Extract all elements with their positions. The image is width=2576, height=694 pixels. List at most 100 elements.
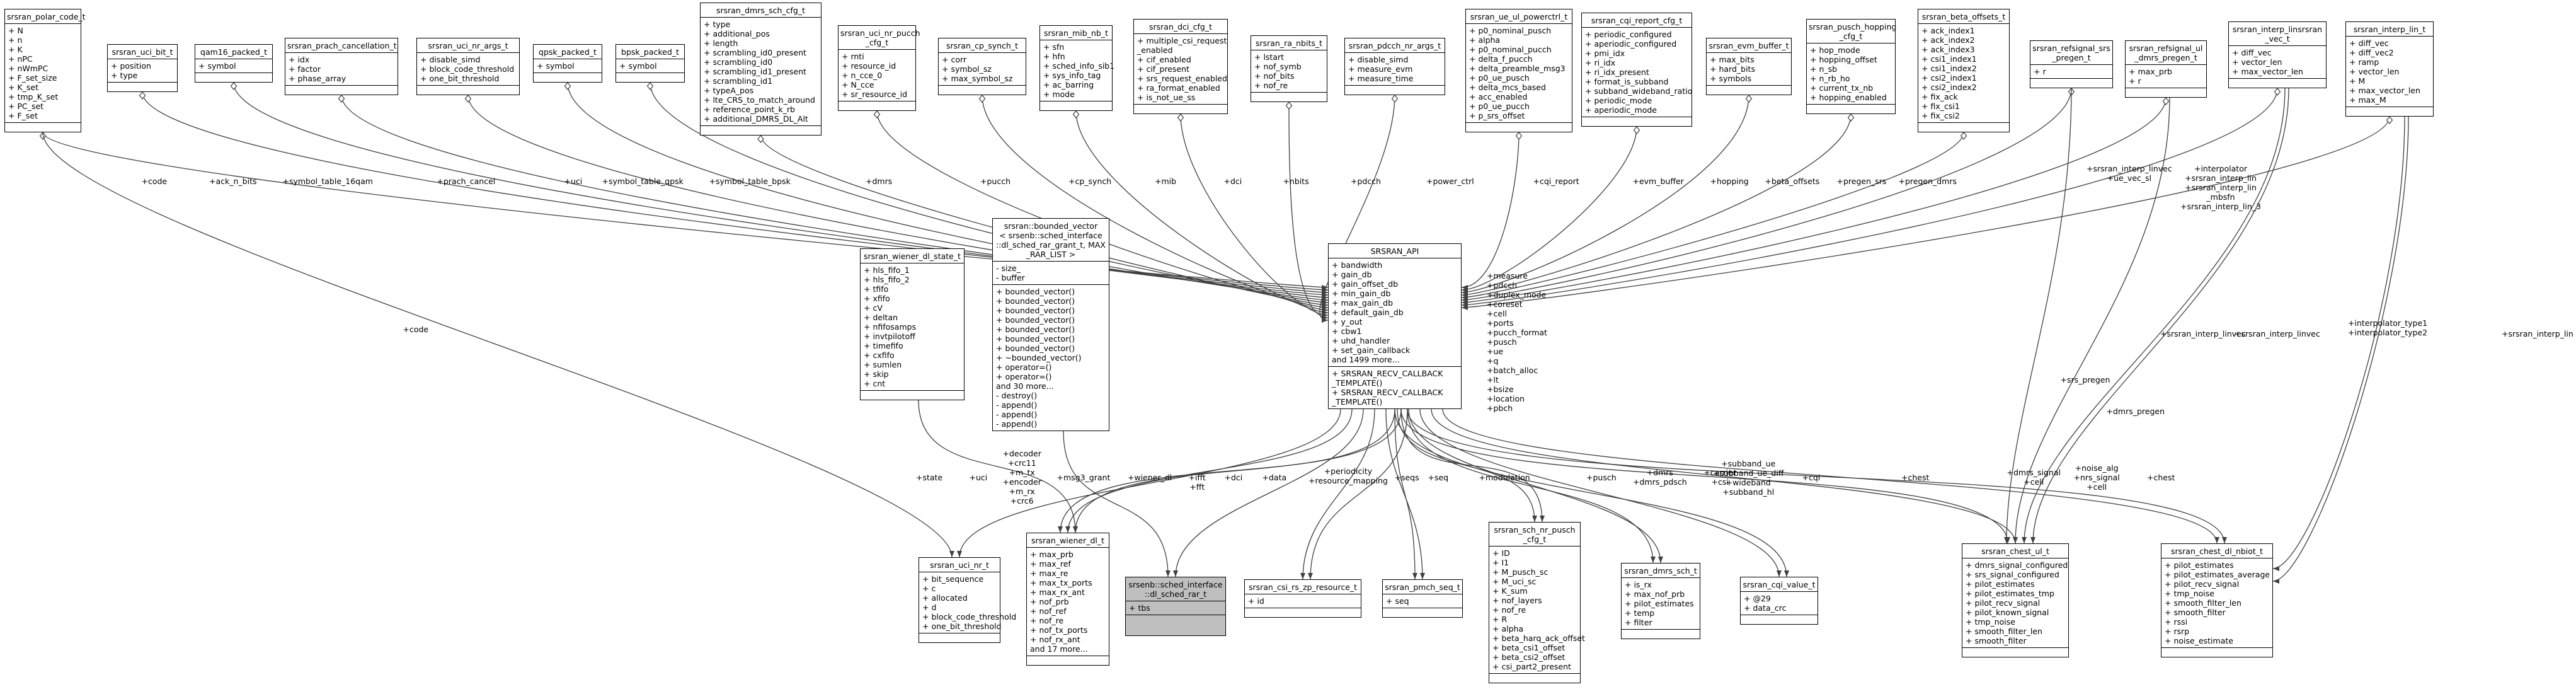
edge-label: +cqi [1802,473,1821,482]
class-node[interactable]: srsran_cqi_report_cfg_t+ periodic_config… [1581,13,1692,127]
class-node[interactable]: srsran_chest_dl_nbiot_t+ pilot_estimates… [2161,543,2273,657]
class-node[interactable]: srsran_pdcch_nr_args_t+ disable_simd+ me… [1344,38,1445,95]
class-methods: + bounded_vector()+ bounded_vector()+ bo… [993,284,1109,431]
class-node[interactable]: srsran_wiener_dl_t+ max_prb+ max_ref+ ma… [1026,533,1109,666]
class-node[interactable]: srsran_chest_ul_t+ dmrs_signal_configure… [1962,543,2069,657]
class-node[interactable]: bpsk_packed_t+ symbol [615,44,685,83]
class-node[interactable]: srsran_prach_cancellation_t+ idx+ factor… [285,38,398,95]
class-node[interactable]: SRSRAN_API+ bandwidth+ gain_db+ gain_off… [1328,243,1462,409]
edge-label-line: +noise_alg [2075,463,2119,473]
class-attributes: + symbol [534,59,602,72]
class-attribute: + measure_evm [1348,64,1413,74]
class-node[interactable]: srsran_dci_cfg_t+ multiple_csi_request_e… [1133,19,1228,114]
class-methods [1707,85,1791,95]
aggregation-diamond [2162,97,2170,105]
class-title-line: srsran_pmch_seq_t [1385,582,1460,592]
association-edge [2272,116,2405,569]
class-attributes: + hop_mode+ hopping_offset+ n_sb+ n_rb_h… [1807,43,1895,104]
class-attribute: + data_crc [1744,603,1787,613]
class-node[interactable]: qpsk_packed_t+ symbol [533,44,602,83]
association-arrowhead [2013,537,2018,543]
class-title-line: ::dl_sched_rar_t [1144,589,1207,599]
class-title: srsran_uci_nr_t [919,558,1000,572]
class-node[interactable]: srsran_wiener_dl_state_t+ hls_fifo_1+ hl… [860,248,965,400]
class-attribute: + pilot_known_signal [1966,608,2049,617]
edge-label-line: +cell [1487,309,1507,318]
class-node[interactable]: srsran_refsignal_srs_pregen_t+ r [2030,40,2113,88]
edge-label-line: +uci [969,473,988,482]
class-node[interactable]: srsran_uci_nr_args_t+ disable_simd+ bloc… [416,38,520,95]
class-method: + bounded_vector() [996,344,1075,353]
class-node[interactable]: srsran_dmrs_sch_cfg_t+ type+ additional_… [700,3,821,136]
class-node[interactable]: srsran_interp_linsrsran_vec_t+ diff_vec+… [2228,21,2327,88]
class-attribute: + type [704,20,731,29]
class-node[interactable]: srsran_pmch_seq_t+ seq [1382,579,1463,618]
class-title-line: srsran_refsignal_ul [2129,43,2203,53]
class-node[interactable]: srsran_uci_bit_t+ position+ type [107,44,178,92]
class-title: srsran_refsignal_srs_pregen_t [2030,41,2112,65]
class-title-line: srsran_interp_linsrsran [2232,25,2323,34]
class-node[interactable]: qam16_packed_t+ symbol [195,44,273,83]
association-edge [1407,408,1654,564]
association-arrowhead [1420,573,1425,579]
class-attributes: + symbol [195,59,272,72]
edge-label-line: +ue [1487,347,1504,356]
class-title: srsran_interp_linsrsran_vec_t [2229,22,2326,46]
class-node[interactable]: srsran_csi_rs_zp_resource_t+ id [1244,579,1361,618]
class-node[interactable]: srsran_uci_nr_t+ bit_sequence+ c+ alloca… [919,557,1016,643]
association-arrowhead [1300,573,1305,579]
edge-label-line: +lt [1487,375,1499,385]
association-edge [2024,88,2286,544]
edge-label-line: +uci [564,176,583,186]
class-methods [1126,615,1225,635]
edge-label: +dmrs_signal+cell [2007,468,2061,487]
class-methods [1918,122,2009,132]
association-edge [1175,408,1364,577]
class-attribute: + smooth_filter [2165,608,2226,617]
class-node[interactable]: srsran::bounded_vector< srsenb::sched_in… [992,218,1109,431]
class-attribute: + alpha [1492,624,1524,633]
class-attribute: + tmp_noise [1966,617,2015,627]
edge-label: +dmrs_pregen [2107,407,2165,416]
class-node[interactable]: srsran_evm_buffer_t+ max_bits+ hard_bits… [1706,38,1792,95]
class-node[interactable]: srsran_uci_nr_pucch_cfg_t+ rnti+ resourc… [838,25,920,111]
class-attributes: + @29+ data_crc [1741,592,1818,615]
edge-label-line: +cell [2024,477,2044,487]
class-node[interactable]: srsran_polar_code_t+ N+ n+ K+ nPC+ nWmPC… [4,9,86,132]
aggregation-diamond [1745,95,1753,103]
class-attribute: + set_gain_callback [1332,345,1411,355]
class-attribute: + @29 [1744,594,1771,603]
class-attribute: + cV [864,303,883,313]
class-node[interactable]: srsran_pusch_hopping_cfg_t+ hop_mode+ ho… [1806,19,1896,114]
class-node[interactable]: srsenb::sched_interface::dl_sched_rar_t+… [1125,577,1226,636]
association-arrowhead [1540,516,1545,522]
class-attributes: + diff_vec+ diff_vec2+ ramp+ vector_len+… [2346,37,2433,107]
edge-label: +measure+pdcch+duplex_mode+coreset+cell+… [1487,271,1547,413]
class-attribute: + tfifo [864,284,889,294]
class-node[interactable]: srsran_sch_nr_pusch_cfg_t+ ID+ I1+ M_pus… [1489,522,1585,683]
class-node[interactable]: srsran_refsignal_ul_dmrs_pregen_t+ max_p… [2125,40,2207,98]
class-node[interactable]: srsran_cqi_value_t+ @29+ data_crc [1740,577,1818,625]
class-node[interactable]: srsran_dmrs_sch_t+ is_rx+ max_nof_prb+ p… [1621,563,1700,639]
edge-label: +srsran_interp_linvec [2235,329,2320,338]
class-node[interactable]: srsran_mib_nb_t+ sfn+ hfn+ sched_info_si… [1039,25,1114,111]
class-attribute: + M_pusch_sc [1492,567,1548,577]
edge-label-line: +pusch [1487,337,1517,347]
class-attribute: + ack_index1 [1921,26,1975,35]
class-node[interactable]: srsran_ra_nbits_t+ lstart+ nof_symb+ nof… [1251,35,1327,102]
aggregation-diamond [873,110,881,119]
class-node[interactable]: srsran_ue_ul_powerctrl_t+ p0_nominal_pus… [1465,9,1572,132]
class-attributes: + rnti+ resource_id+ n_cce_0+ N_cce+ sr_… [839,50,915,101]
class-node[interactable]: srsran_beta_offsets_t+ ack_index1+ ack_i… [1918,9,2010,132]
association-edge [1461,113,1852,296]
aggregation-diamond [230,82,238,90]
class-node[interactable]: srsran_cp_synch_t+ corr+ symbol_sz+ max_… [938,38,1026,95]
class-attribute: + ri_idx [1585,58,1616,67]
class-title-line: _RAR_LIST > [1026,250,1076,259]
class-attribute: + smooth_filter [1966,636,2027,645]
class-title: srsran_chest_ul_t [1962,544,2068,558]
class-node[interactable]: srsran_interp_lin_t+ diff_vec+ diff_vec2… [2345,21,2434,117]
edge-label: +chest [1901,473,1929,482]
edge-label-line: +ue_vec_sl [2107,173,2152,183]
